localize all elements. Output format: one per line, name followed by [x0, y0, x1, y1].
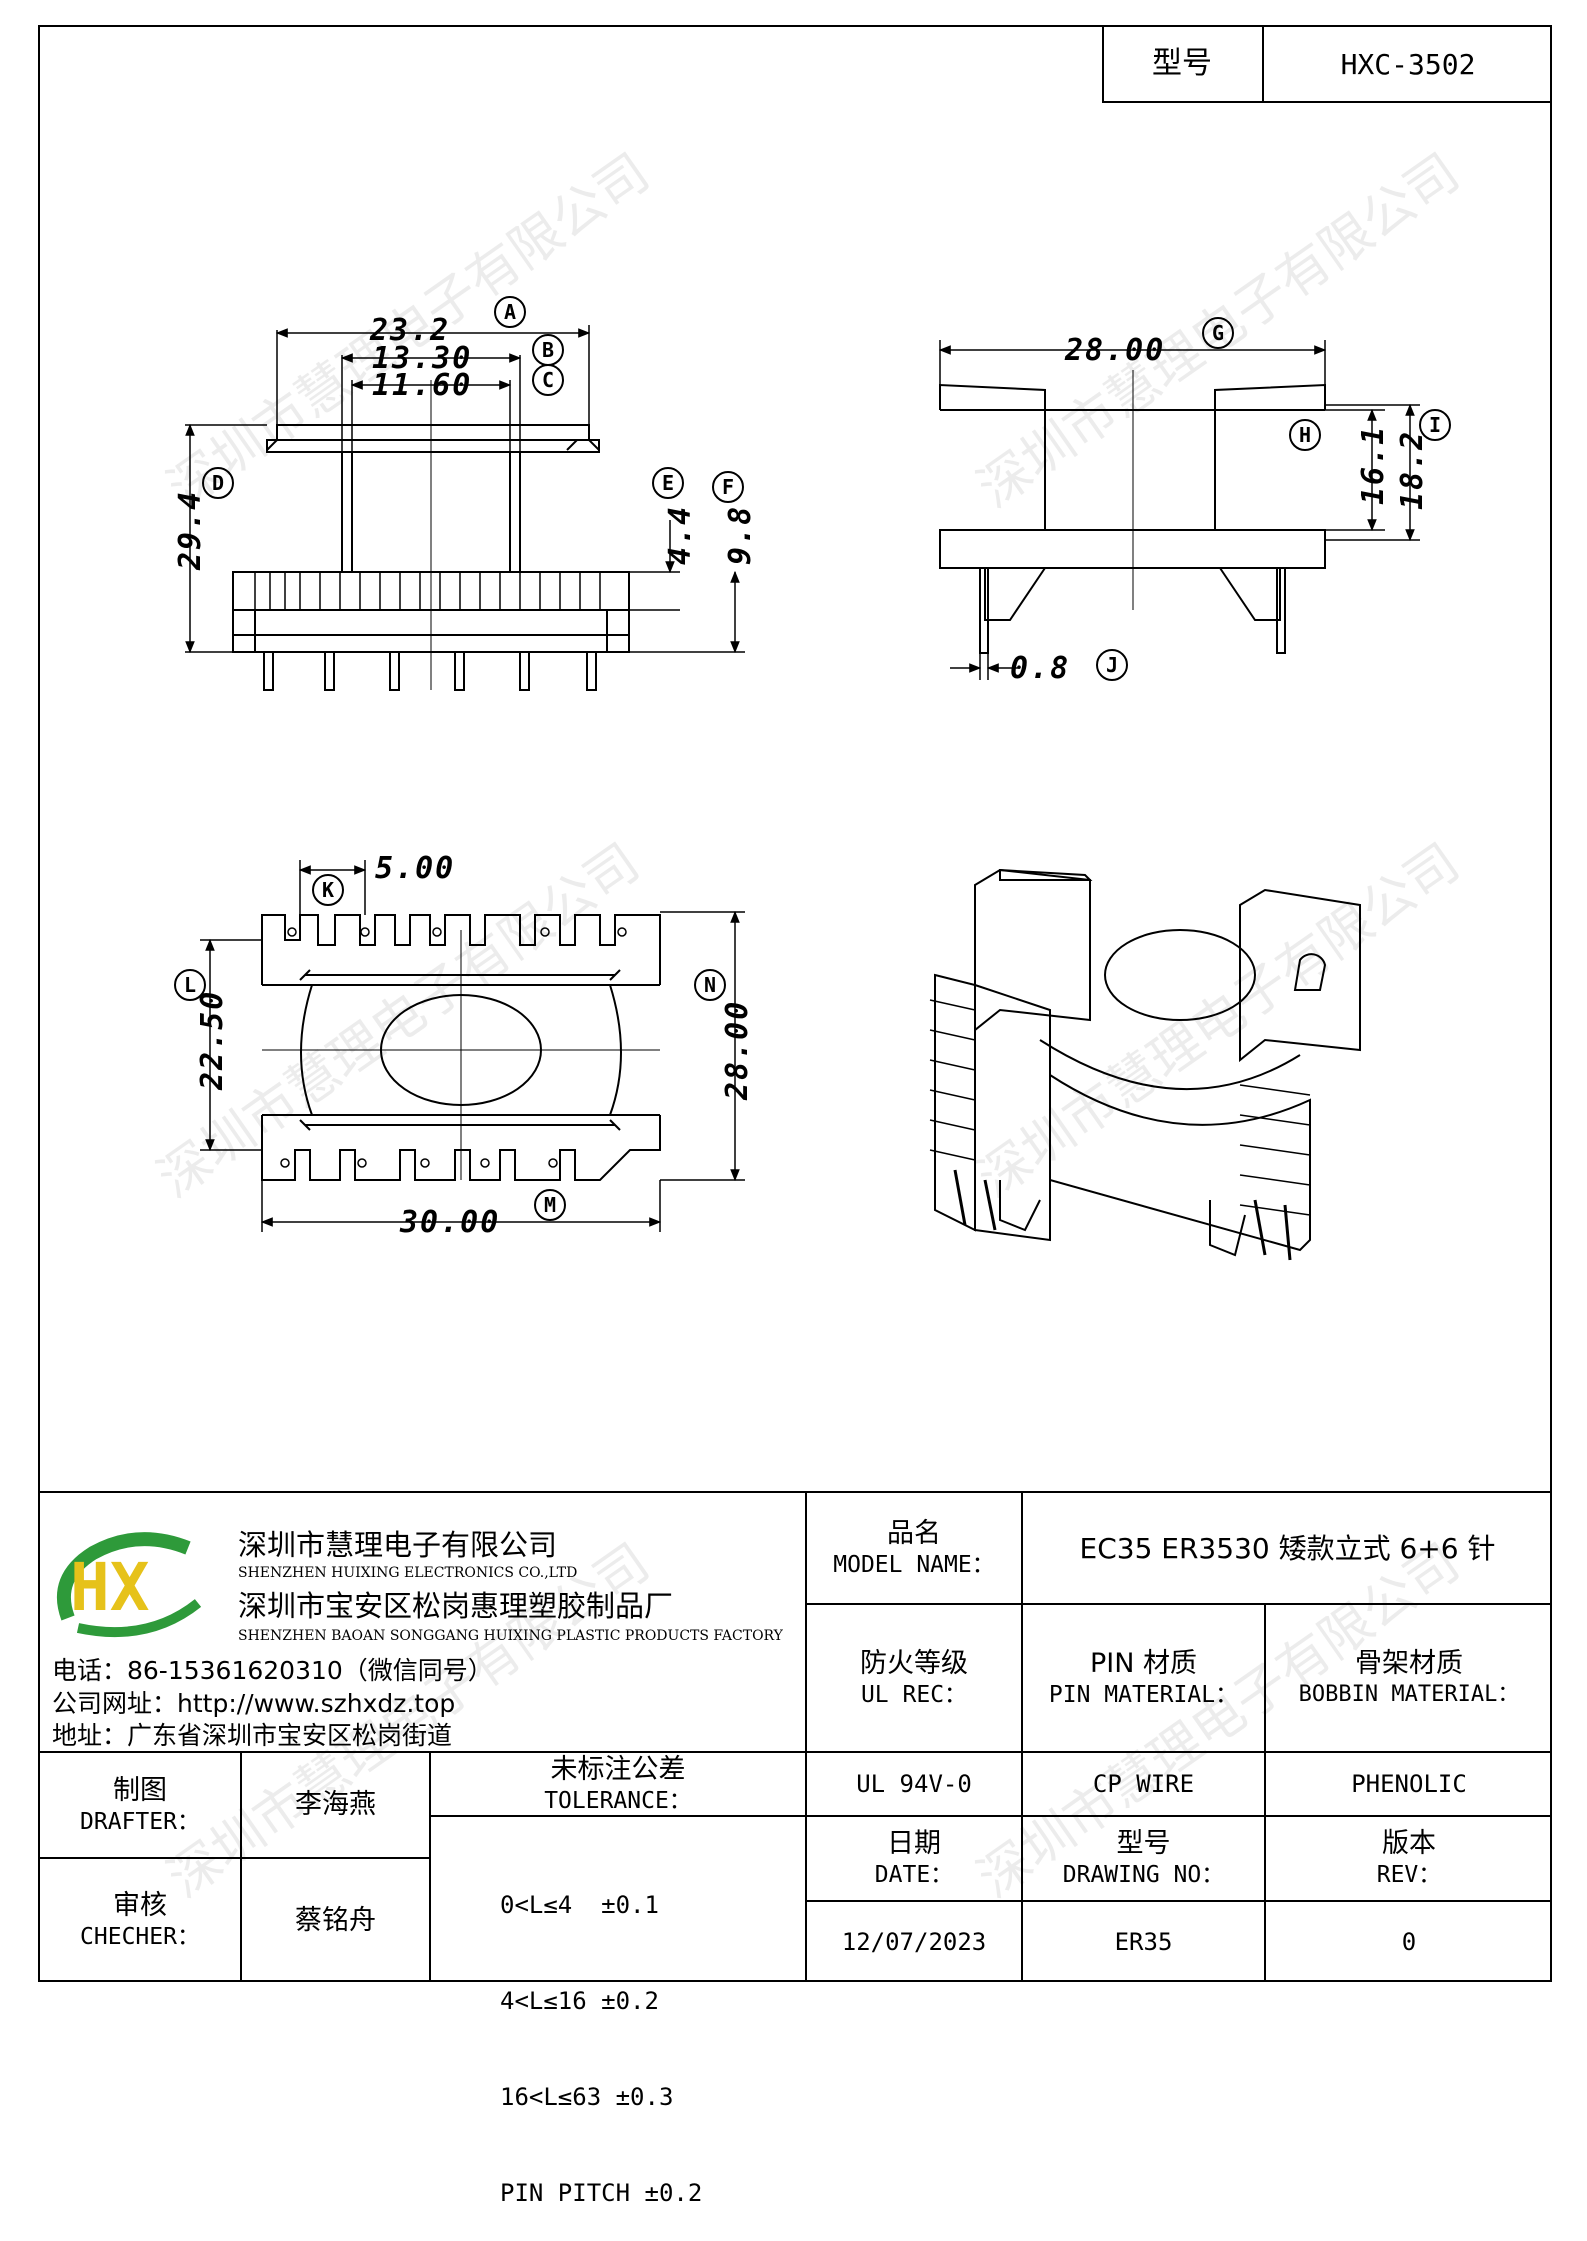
ul-value: UL 94V-0: [856, 1770, 972, 1798]
tolerance-line: PIN PITCH ±0.2: [500, 2179, 703, 2207]
balloon-k: K: [312, 874, 344, 906]
svg-text:N: N: [704, 973, 716, 997]
balloon-f: F: [712, 471, 744, 503]
balloon-h: H: [1289, 419, 1321, 451]
technical-drawing: 23.2 13.30 11.60 29.4 4.4 9.8 28.00 16.1…: [173, 296, 1451, 1261]
dim-h-value: 16.1: [1356, 425, 1391, 505]
dim-n-value: 28.00: [720, 1000, 755, 1101]
dim-c-value: 11.60: [372, 368, 472, 403]
svg-text:H: H: [1299, 423, 1311, 447]
header-type-label: 型号: [1152, 46, 1212, 82]
side-view: [938, 340, 1420, 680]
balloon-n: N: [694, 969, 726, 1001]
svg-text:E: E: [662, 471, 674, 495]
svg-text:L: L: [184, 973, 196, 997]
svg-text:B: B: [542, 338, 554, 362]
factory-name-en: SHENZHEN BAOAN SONGGANG HUIXING PLASTIC …: [238, 1628, 783, 1644]
balloon-m: M: [534, 1189, 566, 1221]
drawing-frame: [38, 25, 1552, 1982]
header-box: [1102, 25, 1552, 103]
company-phone: 电话：86-15361620310（微信同号）: [52, 1656, 493, 1685]
dim-d-value: 29.4: [173, 490, 208, 571]
balloon-e: E: [652, 467, 684, 499]
svg-text:K: K: [322, 878, 334, 902]
front-view: [185, 325, 745, 691]
checker-name: 蔡铭舟: [295, 1904, 376, 1936]
drafter-name: 李海燕: [295, 1789, 376, 1821]
balloon-i: I: [1419, 409, 1451, 441]
svg-text:I: I: [1429, 413, 1441, 437]
balloon-c: C: [532, 364, 564, 396]
svg-text:C: C: [542, 368, 554, 392]
bobbin-material-value: PHENOLIC: [1351, 1770, 1467, 1798]
balloon-d: D: [202, 467, 234, 499]
svg-text:HX: HX: [70, 1549, 149, 1626]
dim-b-value: 13.30: [372, 341, 472, 376]
tolerance-line: 16<L≤63 ±0.3: [500, 2083, 674, 2111]
dim-g-value: 28.00: [1064, 333, 1165, 368]
drawing-no-value: ER35: [1114, 1928, 1173, 1956]
svg-text:M: M: [544, 1193, 556, 1217]
dim-e-value: 4.4: [663, 505, 698, 565]
balloon-a: A: [494, 296, 526, 328]
company-name-cn: 深圳市慧理电子有限公司: [238, 1528, 558, 1562]
dim-a-value: 23.2: [369, 313, 450, 348]
factory-name-cn: 深圳市宝安区松岗惠理塑胶制品厂: [238, 1589, 674, 1623]
dim-l-value: 22.50: [195, 990, 230, 1091]
tolerance-values: 0<L≤4 ±0.1 4<L≤16 ±0.2 16<L≤63 ±0.3 PIN …: [500, 1825, 702, 2241]
tolerance-line: 4<L≤16 ±0.2: [500, 1987, 659, 2015]
dim-k-value: 5.00: [375, 851, 455, 886]
svg-text:J: J: [1106, 653, 1118, 677]
dim-i-value: 18.2: [1395, 430, 1430, 510]
svg-text:G: G: [1212, 321, 1224, 345]
balloon-b: B: [532, 334, 564, 366]
svg-text:F: F: [722, 475, 734, 499]
model-value: EC35 ER3530 矮款立式 6+6 针: [1079, 1531, 1496, 1565]
isometric-view: [929, 868, 1361, 1261]
company-logo: HX: [56, 1532, 202, 1638]
tolerance-line: 0<L≤4 ±0.1: [500, 1891, 659, 1919]
svg-text:A: A: [504, 300, 516, 324]
top-view: [200, 860, 745, 1232]
svg-text:D: D: [212, 471, 224, 495]
revision-value: 0: [1401, 1928, 1417, 1956]
header-type-value: HXC-3502: [1340, 47, 1476, 81]
dim-m-value: 30.00: [399, 1205, 500, 1240]
date-value: 12/07/2023: [841, 1928, 987, 1956]
dim-j-value: 0.8: [1010, 651, 1070, 686]
pin-material-value: CP WIRE: [1092, 1770, 1195, 1798]
company-address: 地址：广东省深圳市宝安区松岗街道: [52, 1721, 453, 1750]
balloon-l: L: [174, 969, 206, 1001]
dim-f-value: 9.8: [723, 505, 758, 565]
balloon-j: J: [1096, 649, 1128, 681]
company-website: 公司网址：http://www.szhxdz.top: [52, 1689, 456, 1718]
company-name-en: SHENZHEN HUIXING ELECTRONICS CO.,LTD: [238, 1565, 578, 1581]
balloon-g: G: [1202, 317, 1234, 349]
